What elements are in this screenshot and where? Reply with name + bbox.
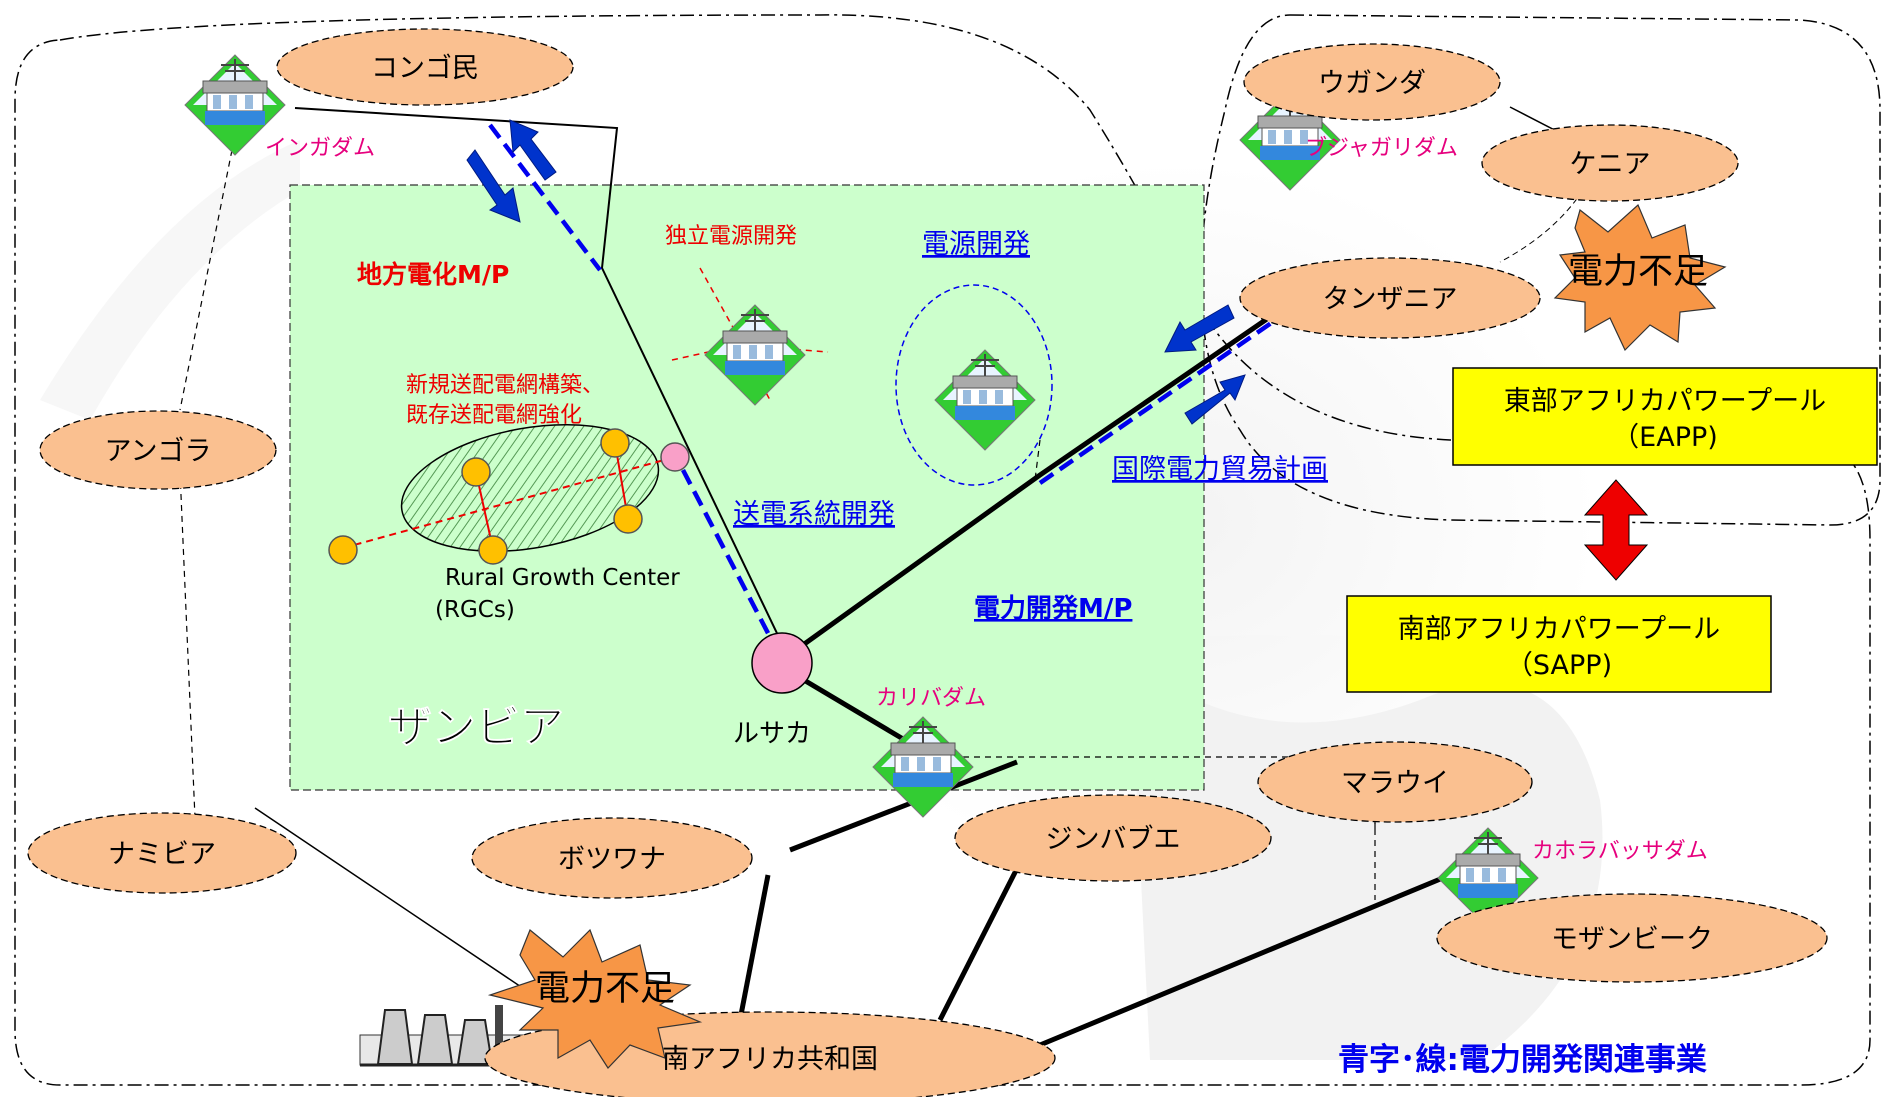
- southern-africa-boundary: [14, 14, 1871, 1086]
- malawi-label: マラウイ: [1341, 768, 1449, 799]
- project-lines: [488, 123, 1292, 662]
- grid-plan-label-2: 既存送配電網強化: [406, 403, 582, 428]
- cahora-bassa-dam-label: カホラバッサダム: [1532, 839, 1708, 864]
- mozambique-label: モザンビーク: [1551, 924, 1713, 955]
- uganda-label: ウガンダ: [1318, 68, 1426, 99]
- namibia-label: ナミビア: [108, 839, 216, 870]
- independent-power-label: 独立電源開発: [665, 224, 797, 249]
- bujagali-dam-label: ブジャガリダム: [1305, 136, 1458, 161]
- botswana-label: ボツワナ: [558, 844, 666, 875]
- angola-ellipse: [39, 410, 277, 490]
- inga-dam-label: インガダム: [265, 136, 375, 161]
- zambia-name: ザンビア: [388, 702, 564, 753]
- rgc-cluster-area: [400, 423, 660, 553]
- eapp-label-2: （EAPP): [1612, 422, 1718, 453]
- power-dev-area: [895, 284, 1053, 486]
- rgc-label-2: (RGCs): [435, 597, 515, 623]
- tanzania-ellipse: [1239, 257, 1541, 339]
- tanzania-label: タンザニア: [1323, 284, 1458, 315]
- rgc-node: [328, 535, 358, 565]
- rgc-label-1: Rural Growth Center: [445, 565, 680, 591]
- grid-plan-label-1: 新規送配電網構築、: [406, 373, 604, 398]
- congo-label: コンゴ民: [371, 53, 479, 84]
- south-africa-label: 南アフリカ共和国: [662, 1044, 878, 1075]
- rgc-node: [600, 428, 630, 458]
- mozambique-ellipse: [1436, 893, 1828, 983]
- lusaka-label: ルサカ: [733, 719, 811, 749]
- kenya-ellipse: [1481, 124, 1739, 202]
- botswana-ellipse: [471, 817, 753, 899]
- substation-node: [660, 442, 690, 472]
- rural-mp-label: 地方電化M/P: [357, 260, 509, 289]
- shortage-label-east: 電力不足: [1568, 252, 1708, 292]
- power-mp-label: 電力開発M/P: [974, 594, 1132, 624]
- shortage-label-south: 電力不足: [535, 969, 675, 1009]
- rgc-node: [461, 457, 491, 487]
- transmission-label: 送電系統開発: [733, 499, 895, 530]
- zimbabwe-label: ジンバブエ: [1046, 824, 1181, 855]
- kenya-label: ケニア: [1570, 149, 1651, 180]
- uganda-ellipse: [1243, 43, 1501, 121]
- power-dev-label: 電源開発: [922, 229, 1030, 260]
- legend-label: 青字･線:電力開発関連事業: [1338, 1042, 1707, 1078]
- rgc-nodes: [328, 428, 643, 565]
- rgc-node: [478, 535, 508, 565]
- shortage-star-south: [487, 928, 703, 1069]
- kariba-dam-label: カリバダム: [876, 686, 986, 711]
- eastern-africa-boundary: [1200, 14, 1881, 526]
- malawi-ellipse: [1257, 741, 1533, 823]
- rgc-node: [613, 504, 643, 534]
- namibia-ellipse: [27, 812, 297, 894]
- shortage-star-east: [1553, 203, 1727, 352]
- eapp-label-1: 東部アフリカパワープール: [1504, 386, 1826, 417]
- eapp-box: [1452, 367, 1878, 466]
- zimbabwe-ellipse: [954, 794, 1272, 882]
- pool-link-arrow: [1583, 479, 1649, 581]
- angola-label: アンゴラ: [105, 436, 212, 467]
- congo-ellipse: [276, 28, 574, 106]
- sapp-label-1: 南部アフリカパワープール: [1398, 614, 1720, 645]
- trade-arrows: [466, 119, 1246, 425]
- sapp-label-2: （SAPP): [1506, 650, 1612, 681]
- sapp-box: [1346, 595, 1772, 693]
- international-trade-label: 国際電力貿易計画: [1112, 454, 1328, 485]
- lusaka-node: [751, 632, 813, 694]
